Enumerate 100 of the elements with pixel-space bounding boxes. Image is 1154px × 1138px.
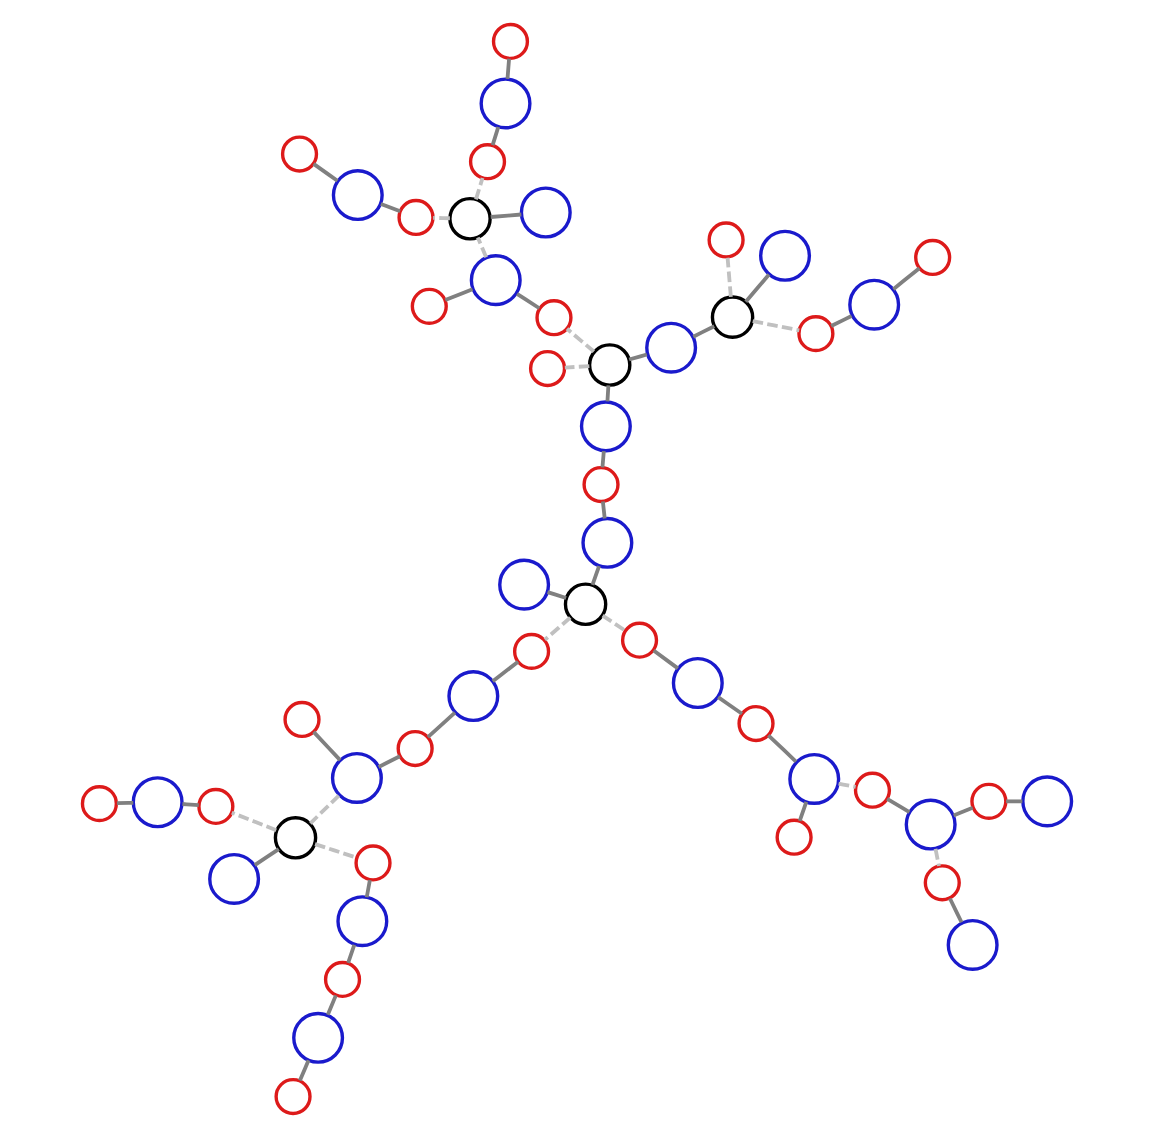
node-circle <box>904 798 957 851</box>
node-circle <box>563 582 608 627</box>
node-circle <box>491 22 530 61</box>
node-circle <box>479 77 532 130</box>
connector <box>491 660 520 683</box>
connector <box>474 177 485 200</box>
node-circle <box>292 1011 345 1064</box>
node-circle <box>620 621 659 659</box>
connector <box>298 1059 311 1082</box>
node-circle <box>710 295 755 339</box>
node-circle <box>469 254 522 307</box>
node-circle <box>797 315 835 353</box>
node-circle <box>788 752 841 805</box>
node-circle <box>671 656 724 710</box>
connector <box>380 202 401 214</box>
connector <box>426 711 457 739</box>
node-circle <box>273 816 318 860</box>
node-circle <box>274 1077 312 1116</box>
connector <box>725 257 733 298</box>
node-circle <box>280 135 319 173</box>
connector <box>505 58 511 80</box>
node-circle <box>197 787 235 826</box>
connector <box>433 215 450 221</box>
connector <box>490 126 501 146</box>
node-circle <box>848 278 901 331</box>
node-circle <box>853 771 892 809</box>
node-circle <box>759 229 812 282</box>
node-circle <box>581 516 634 569</box>
connector <box>838 781 856 789</box>
connector <box>231 810 277 832</box>
node-circle <box>331 169 384 222</box>
node-circle <box>323 960 362 999</box>
node-circle <box>512 632 551 670</box>
node-circle <box>498 558 551 611</box>
node-circle <box>330 751 383 804</box>
connector <box>605 385 611 402</box>
node-circle <box>410 287 448 325</box>
connector <box>886 797 911 814</box>
connector <box>543 616 572 642</box>
connector <box>830 314 853 328</box>
connector <box>600 501 607 519</box>
node-circle <box>914 238 952 277</box>
node-circle <box>775 818 813 856</box>
connector <box>1006 799 1023 804</box>
connector <box>364 879 372 898</box>
connector <box>600 451 606 468</box>
node-circle <box>645 321 698 374</box>
connector <box>590 565 601 586</box>
connector <box>933 848 941 867</box>
node-circle <box>447 670 500 723</box>
connector <box>546 590 567 600</box>
node-circle <box>208 852 261 905</box>
node-circle <box>336 895 389 948</box>
connector <box>476 236 488 258</box>
node-circle <box>946 918 999 971</box>
connector <box>892 266 921 291</box>
node-circle <box>519 186 572 239</box>
connector <box>377 754 401 769</box>
connector <box>948 897 964 924</box>
node-circle <box>396 729 434 768</box>
connector <box>767 733 798 763</box>
connector <box>628 352 648 362</box>
connector <box>182 802 199 808</box>
node-circle <box>535 299 573 337</box>
node-circle <box>397 198 435 237</box>
node-circle <box>737 704 775 743</box>
connector <box>253 847 280 867</box>
connector <box>744 273 771 303</box>
node-circle <box>970 782 1008 820</box>
node-circle <box>579 400 632 453</box>
connector <box>565 327 596 353</box>
connector <box>717 695 744 716</box>
node-circle <box>283 700 321 739</box>
connector <box>564 364 590 370</box>
connector <box>752 319 800 333</box>
node-circle <box>582 465 620 504</box>
node-circle <box>80 785 119 823</box>
connector <box>444 287 474 302</box>
node-circle <box>587 343 632 387</box>
connector <box>312 162 339 183</box>
node-circle <box>354 844 392 882</box>
connector <box>326 994 338 1016</box>
node-circle <box>1021 775 1074 828</box>
connector <box>309 794 341 825</box>
connector <box>797 801 809 822</box>
node-circle <box>468 143 507 181</box>
connector <box>116 800 134 806</box>
connector <box>314 842 358 860</box>
node-circle <box>448 196 492 241</box>
connector <box>601 614 626 633</box>
node-circle <box>131 776 184 829</box>
connector <box>952 806 974 818</box>
node-circle <box>528 349 567 388</box>
node-circle <box>923 864 961 902</box>
connector <box>490 212 522 219</box>
connector <box>652 649 679 670</box>
node-circle <box>707 221 745 259</box>
connector <box>692 324 716 339</box>
connector <box>312 730 342 762</box>
connector <box>516 292 541 310</box>
